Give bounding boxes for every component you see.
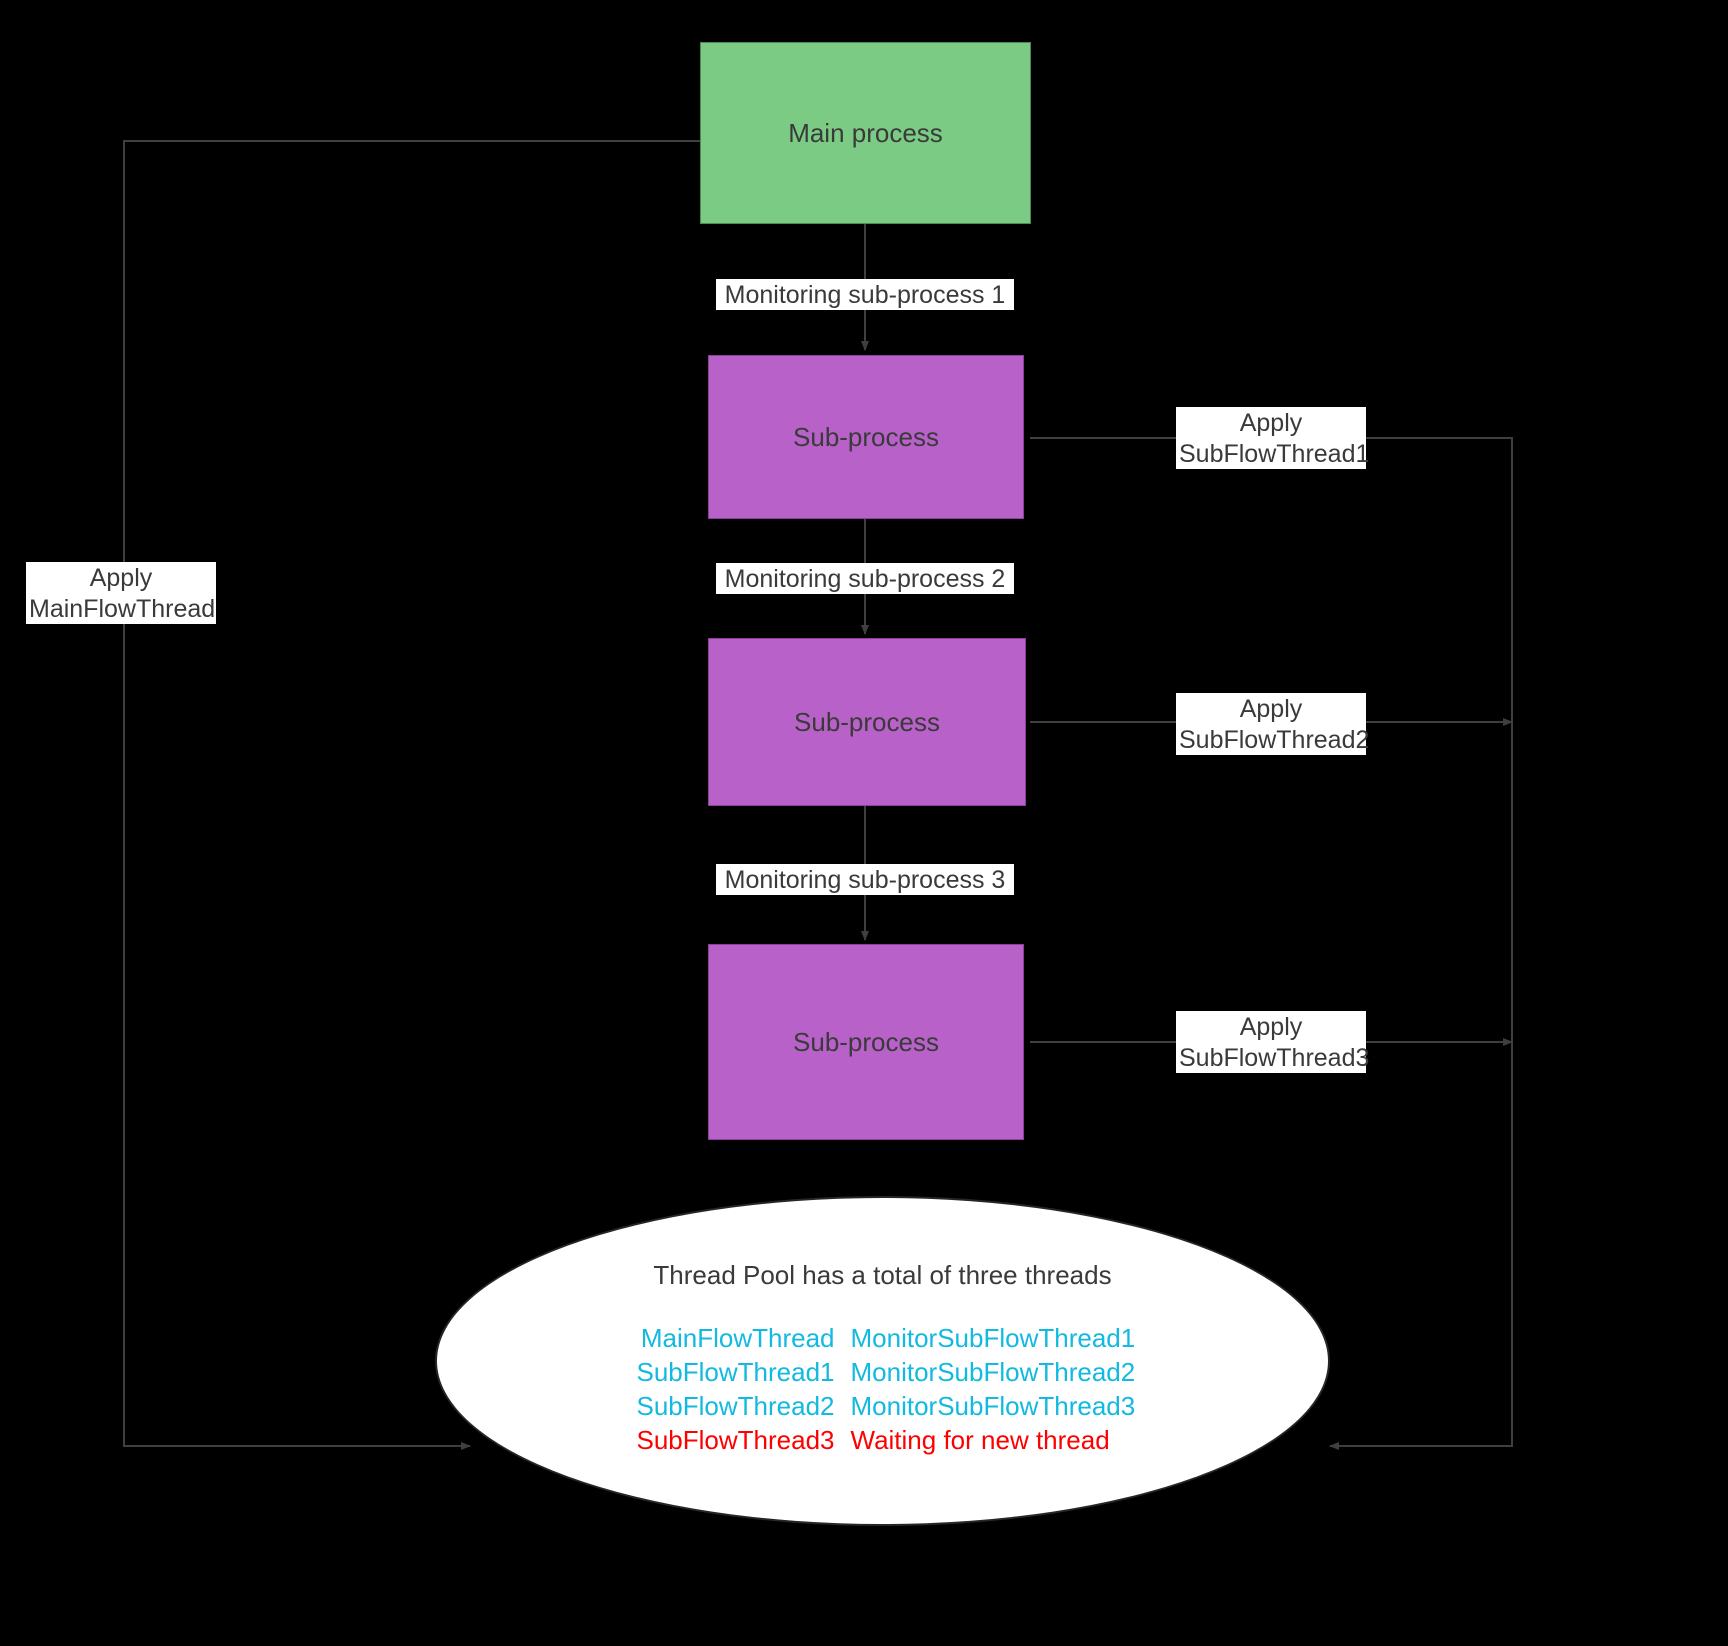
edge-label-monitoring-1: Monitoring sub-process 1: [716, 279, 1014, 310]
edge-label-apply-subflowthread2: Apply SubFlowThread2: [1176, 693, 1369, 755]
node-sub-process-3-label: Sub-process: [793, 1026, 939, 1057]
node-sub-process-2[interactable]: Sub-process: [708, 638, 1026, 806]
edge-label-monitoring-2: Monitoring sub-process 2: [716, 563, 1014, 594]
thread-name: SubFlowThread3: [636, 1425, 835, 1455]
thread-pool-node[interactable]: Thread Pool has a total of three threads…: [435, 1196, 1330, 1526]
edge-label-apply-subflowthread1: Apply SubFlowThread1: [1176, 407, 1369, 469]
thread-pool-title: Thread Pool has a total of three threads: [653, 1260, 1112, 1290]
thread-status: MonitorSubFlowThread3: [850, 1391, 1136, 1421]
edge-label-monitoring-3: Monitoring sub-process 3: [716, 864, 1014, 895]
node-sub-process-1[interactable]: Sub-process: [708, 355, 1024, 519]
node-sub-process-3[interactable]: Sub-process: [708, 944, 1024, 1140]
thread-name: SubFlowThread1: [636, 1357, 835, 1387]
node-main-process[interactable]: Main process: [700, 42, 1031, 224]
thread-name: MainFlowThread: [640, 1323, 835, 1353]
thread-pool-rows: MainFlowThread MonitorSubFlowThread1 Sub…: [625, 1321, 1141, 1457]
thread-pool-row: SubFlowThread1 MonitorSubFlowThread2: [625, 1355, 1141, 1389]
node-main-process-label: Main process: [788, 117, 943, 148]
thread-pool-row: SubFlowThread2 MonitorSubFlowThread3: [625, 1389, 1141, 1423]
thread-status: MonitorSubFlowThread1: [850, 1323, 1136, 1353]
edge-main-to-pool: [123, 140, 700, 1450]
node-sub-process-2-label: Sub-process: [794, 706, 940, 737]
thread-status: MonitorSubFlowThread2: [850, 1357, 1136, 1387]
thread-pool-row: SubFlowThread3 Waiting for new thread: [625, 1423, 1141, 1457]
edge-label-apply-mainflowthread: Apply MainFlowThread: [26, 562, 216, 624]
thread-status: Waiting for new thread: [850, 1425, 1110, 1455]
node-sub-process-1-label: Sub-process: [793, 421, 939, 452]
thread-name: SubFlowThread2: [636, 1391, 835, 1421]
thread-pool-row: MainFlowThread MonitorSubFlowThread1: [625, 1321, 1141, 1355]
edge-label-apply-subflowthread3: Apply SubFlowThread3: [1176, 1011, 1369, 1073]
